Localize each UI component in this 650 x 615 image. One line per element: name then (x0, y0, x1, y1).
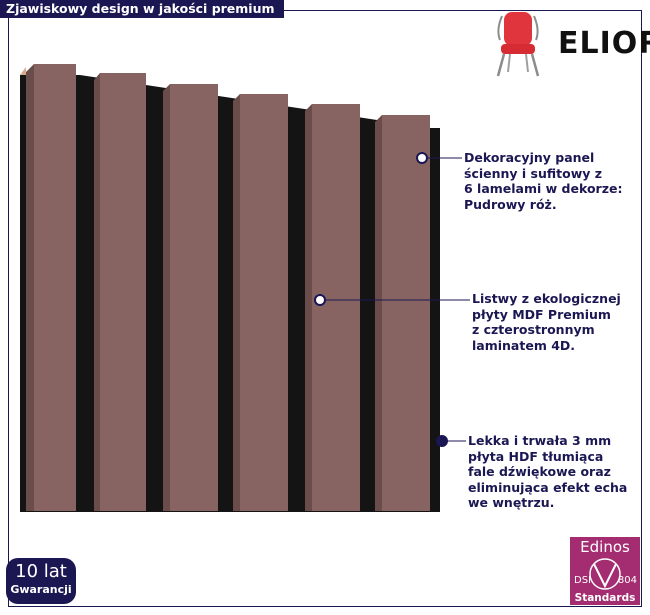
chair-icon (496, 12, 540, 77)
edinos-certificate-badge: Edinos DSI 804 Standards (570, 537, 640, 605)
content-frame (8, 10, 642, 607)
warranty-years: 10 lat (15, 561, 67, 582)
callout-3-marker (436, 435, 448, 447)
edinos-standards: Standards (574, 592, 636, 604)
callout-hdf-board: Lekka i trwała 3 mm płyta HDF tłumiąca f… (468, 433, 628, 510)
lamella-6 (375, 115, 430, 511)
elior-logo: ELIOR (488, 10, 650, 80)
lamella-1 (26, 64, 76, 511)
callout-mdf-strips: Listwy z ekologicznej płyty MDF Premium … (472, 291, 621, 353)
lamella-5 (305, 104, 360, 511)
edinos-dsi: DSI (574, 575, 591, 586)
callout-decorative-panel: Dekoracyjny panel ścienny i sufitowy z 6… (464, 150, 623, 212)
lamella-4 (233, 94, 288, 511)
warranty-label: Gwarancji (10, 583, 72, 596)
lamella-3 (163, 84, 218, 511)
callout-2-marker (314, 294, 326, 306)
warranty-badge: 10 lat Gwarancji (6, 558, 76, 604)
headline-banner: Zjawiskowy design w jakości premium (0, 0, 284, 18)
callout-1-marker (416, 152, 428, 164)
lamella-2 (94, 73, 146, 511)
edinos-number: 804 (617, 575, 637, 586)
edinos-brand: Edinos (580, 538, 630, 556)
brand-name: ELIOR (558, 26, 650, 61)
edinos-emblem-icon (589, 558, 621, 590)
